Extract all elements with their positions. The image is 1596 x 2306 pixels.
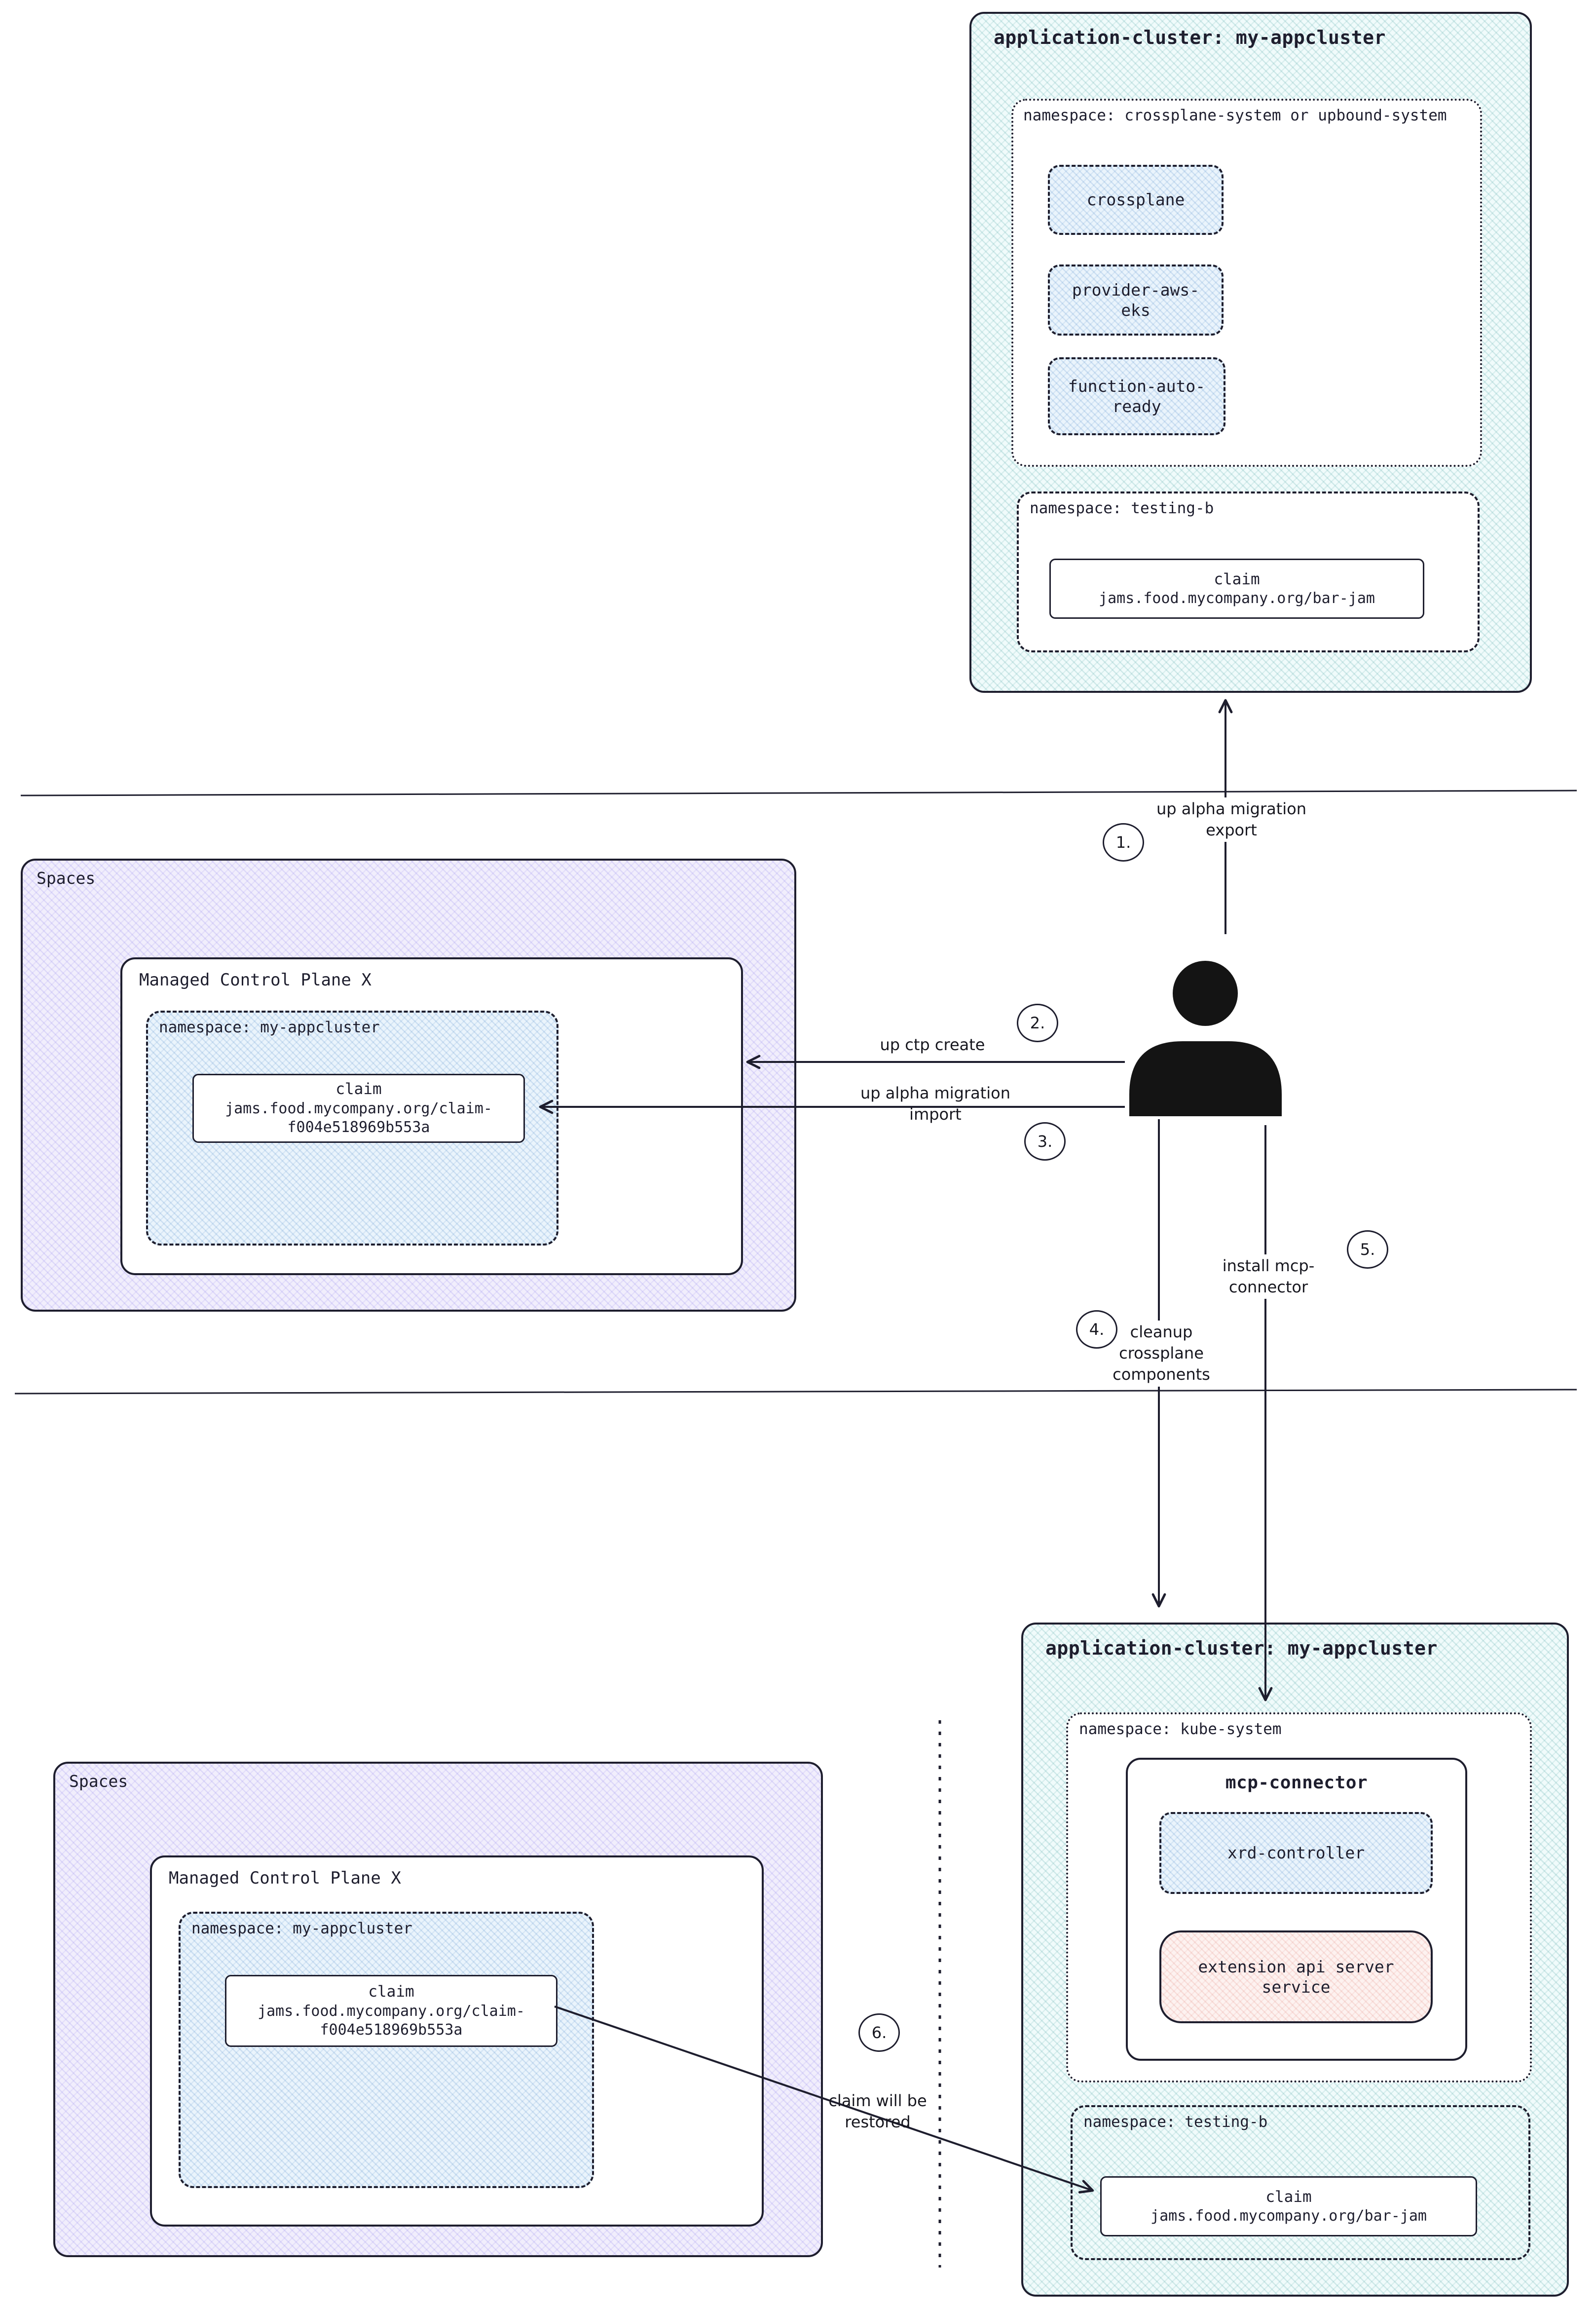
claim-kind: claim xyxy=(335,1080,382,1098)
kube-system-namespace: namespace: kube-system mcp-connector xrd… xyxy=(1066,1712,1532,2082)
bottom-spaces-label: Spaces xyxy=(69,1772,128,1791)
step-5-badge: 5. xyxy=(1347,1230,1388,1269)
middle-managed-control-plane: Managed Control Plane X namespace: my-ap… xyxy=(120,957,743,1275)
bottom-my-appcluster-namespace-label: namespace: my-appcluster xyxy=(191,1920,412,1937)
bottom-mcp-title: Managed Control Plane X xyxy=(169,1868,401,1888)
label-cleanup-crossplane-components: cleanup crossplane components xyxy=(1104,1321,1219,1387)
middle-my-appcluster-namespace: namespace: my-appcluster claim jams.food… xyxy=(146,1011,558,1246)
claim-kind: claim xyxy=(368,1983,414,2001)
bottom-my-appcluster-namespace: namespace: my-appcluster claim jams.food… xyxy=(179,1912,594,2188)
claim-kind: claim xyxy=(1214,570,1260,588)
bottom-spaces-box: Spaces Managed Control Plane X namespace… xyxy=(53,1762,823,2257)
crossplane-component: crossplane xyxy=(1048,165,1224,235)
label-install-mcp-connector: install mcp-connector xyxy=(1201,1254,1336,1299)
step-4-badge: 4. xyxy=(1076,1310,1117,1349)
step-6-badge: 6. xyxy=(858,2013,900,2052)
step-2-badge: 2. xyxy=(1017,1004,1058,1042)
function-auto-ready-component: function-auto-ready xyxy=(1048,357,1225,435)
claim-name: jams.food.mycompany.org/bar-jam xyxy=(1151,2207,1427,2225)
person-icon xyxy=(1129,961,1282,1116)
label-up-alpha-migration-export: up alpha migration export xyxy=(1145,797,1318,842)
crossplane-system-namespace-label: namespace: crossplane-system or upbound-… xyxy=(1023,107,1447,124)
top-application-cluster: application-cluster: my-appcluster names… xyxy=(969,12,1532,693)
top-testing-b-namespace-label: namespace: testing-b xyxy=(1030,499,1214,517)
mcp-connector-title: mcp-connector xyxy=(1225,1773,1368,1793)
bottom-managed-control-plane: Managed Control Plane X namespace: my-ap… xyxy=(150,1855,764,2227)
bottom-claim-f004e: claim jams.food.mycompany.org/claim-f004… xyxy=(225,1975,557,2047)
claim-name: jams.food.mycompany.org/bar-jam xyxy=(1099,589,1375,607)
middle-spaces-label: Spaces xyxy=(37,869,96,888)
kube-system-namespace-label: namespace: kube-system xyxy=(1079,1720,1282,1738)
claim-kind: claim xyxy=(1265,2188,1312,2206)
label-claim-will-be-restored: claim will be restored xyxy=(828,2091,927,2132)
top-testing-b-namespace: namespace: testing-b claim jams.food.myc… xyxy=(1017,491,1480,652)
middle-mcp-title: Managed Control Plane X xyxy=(139,970,371,990)
section-divider-top xyxy=(20,790,1577,796)
middle-claim-f004e: claim jams.food.mycompany.org/claim-f004… xyxy=(192,1074,525,1143)
extension-api-server-service: extension api server service xyxy=(1159,1930,1433,2023)
mcp-connector-box: mcp-connector xrd-controller extension a… xyxy=(1126,1758,1467,2061)
top-application-cluster-title: application-cluster: my-appcluster xyxy=(994,27,1386,48)
middle-my-appcluster-namespace-label: namespace: my-appcluster xyxy=(159,1019,380,1036)
claim-name: jams.food.mycompany.org/claim-f004e51896… xyxy=(225,1099,492,1136)
top-claim-bar-jam: claim jams.food.mycompany.org/bar-jam xyxy=(1049,559,1424,619)
step-1-badge: 1. xyxy=(1103,823,1144,862)
bottom-application-cluster-title: application-cluster: my-appcluster xyxy=(1045,1637,1438,1659)
bottom-application-cluster: application-cluster: my-appcluster names… xyxy=(1021,1623,1569,2297)
crossplane-system-namespace: namespace: crossplane-system or upbound-… xyxy=(1011,99,1482,467)
claim-name: jams.food.mycompany.org/claim-f004e51896… xyxy=(258,2002,525,2039)
bottom-claim-bar-jam: claim jams.food.mycompany.org/bar-jam xyxy=(1100,2176,1477,2236)
label-up-alpha-migration-import: up alpha migration import xyxy=(860,1084,1011,1124)
provider-aws-eks-component: provider-aws-eks xyxy=(1048,265,1224,336)
step-3-badge: 3. xyxy=(1024,1122,1066,1161)
bottom-testing-b-namespace-label: namespace: testing-b xyxy=(1083,2113,1268,2131)
arrow-claim-will-be-restored xyxy=(554,2005,1094,2193)
xrd-controller-component: xrd-controller xyxy=(1159,1812,1433,1894)
middle-spaces-box: Spaces Managed Control Plane X namespace… xyxy=(21,859,796,1312)
label-up-ctp-create: up ctp create xyxy=(880,1035,985,1054)
section-divider-middle xyxy=(14,1389,1577,1395)
